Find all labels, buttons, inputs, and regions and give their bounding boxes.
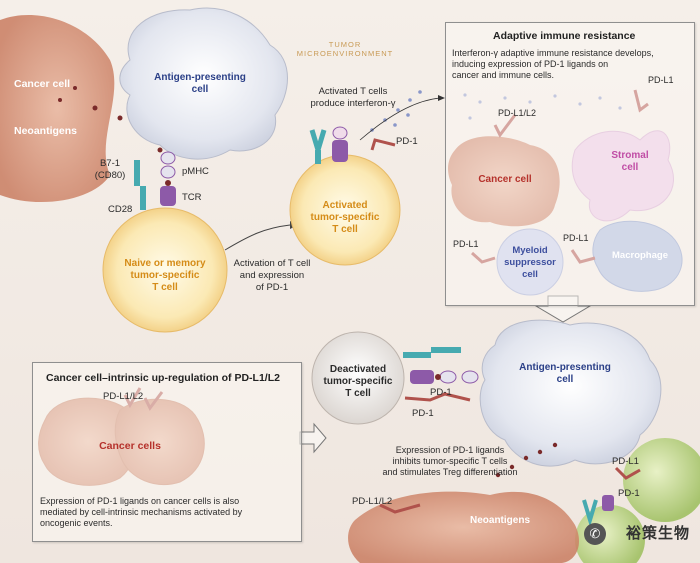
pd1-label-low2: PD-1 (412, 408, 434, 420)
b71-label: B7-1 (CD80) (86, 158, 134, 182)
cd28-label: CD28 (108, 204, 132, 216)
cancer-cell-adaptive-label: Cancer cell (460, 174, 550, 186)
apc-label-bottom: Antigen-presenting cell (510, 362, 620, 386)
deactivated-t-cell-label: Deactivated tumor-specific T cell (313, 364, 403, 400)
myeloid-cell-label: Myeloid suppressor cell (497, 245, 563, 281)
pdl1-label-mid: PD-L1 (563, 232, 589, 244)
pdl1l2-label-adaptive: PD-L1/L2 (498, 107, 536, 119)
macrophage-label: Macrophage (605, 250, 675, 262)
tcr-label: TCR (182, 192, 202, 204)
right-arrow (300, 424, 326, 452)
pmhc-label: pMHC (182, 166, 209, 178)
pdl1l2-label-bottom: PD-L1/L2 (352, 496, 392, 508)
intrinsic-cancer-cells-label: Cancer cells (85, 440, 175, 452)
neoantigens-label-bottom: Neoantigens (470, 515, 530, 527)
pd1-label-low1: PD-1 (430, 387, 452, 399)
green-cell-1 (623, 438, 700, 522)
apc-label-top: Antigen-presenting cell (150, 72, 250, 96)
pdl1-label-top-right: PD-L1 (648, 74, 674, 86)
activated-produce-label: Activated T cells produce interferon-γ (298, 86, 408, 110)
neoantigens-label: Neoantigens (14, 125, 77, 137)
intrinsic-box-text: Expression of PD-1 ligands on cancer cel… (40, 496, 298, 529)
intrinsic-box-title: Cancer cell–intrinsic up-regulation of P… (46, 372, 280, 384)
expression-inhibits-text: Expression of PD-1 ligands inhibits tumo… (360, 445, 540, 478)
pdl1-label-left: PD-L1 (453, 238, 479, 250)
wechat-icon: ✆ (584, 523, 606, 545)
pd1-label-right: PD-1 (618, 488, 640, 500)
activated-t-cell-label: Activated tumor-specific T cell (295, 200, 395, 236)
cancer-cell-label: Cancer cell (14, 78, 70, 90)
receptor-pair-top (134, 152, 176, 210)
watermark-text: 裕策生物 (626, 522, 690, 543)
stromal-cell-label: Stromal cell (595, 150, 665, 174)
pd1-label-activated: PD-1 (396, 136, 418, 148)
pdl1-label-right: PD-L1 (612, 456, 639, 468)
tumor-microenvironment-label: TUMOR MICROENVIRONMENT (290, 40, 400, 58)
intrinsic-pdl1l2-label: PD-L1/L2 (103, 391, 143, 403)
adaptive-box-title: Adaptive immune resistance (493, 30, 635, 42)
naive-t-cell-label: Naive or memory tumor-specific T cell (110, 258, 220, 294)
activation-text: Activation of T cell and expression of P… (222, 258, 322, 294)
